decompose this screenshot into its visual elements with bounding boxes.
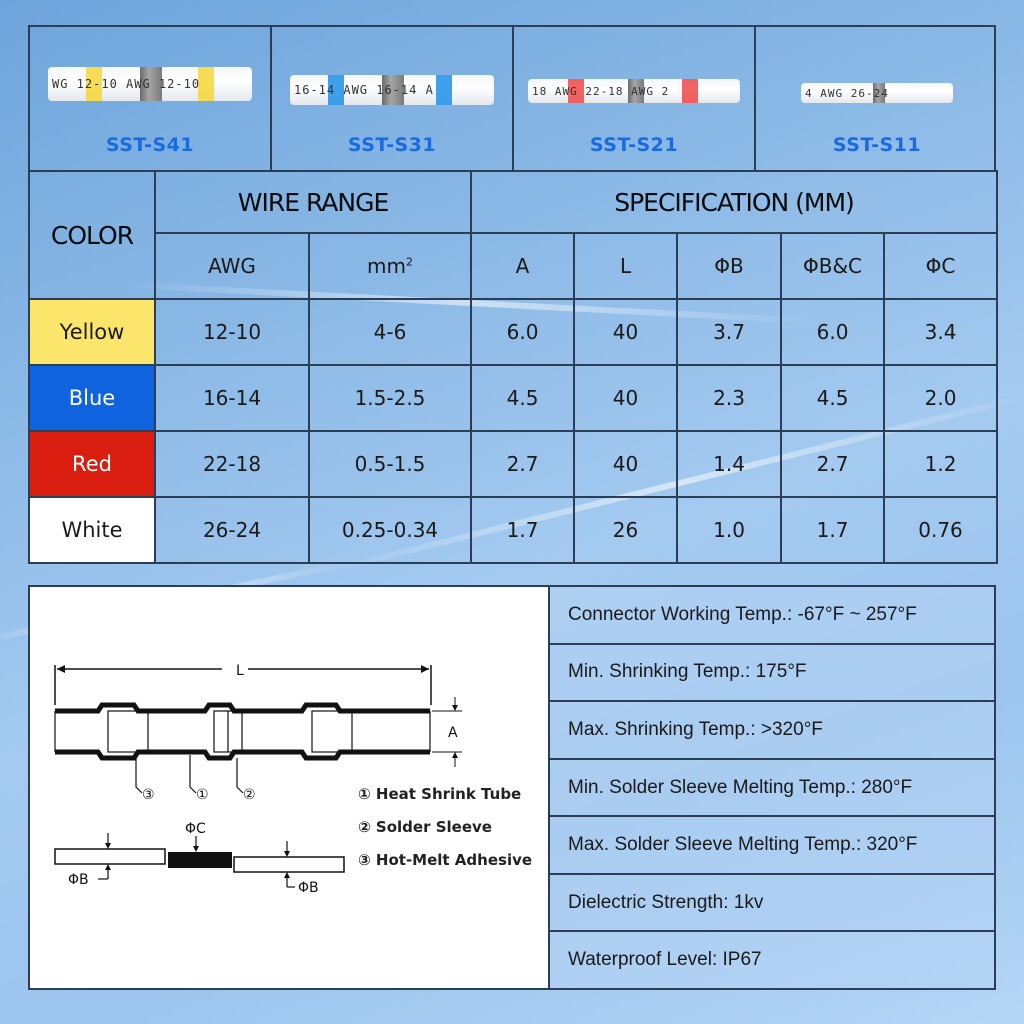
phi-bc-cell: 4.5 <box>780 364 886 432</box>
l-cell: 26 <box>573 496 679 564</box>
phi-bc-cell: 6.0 <box>780 298 886 366</box>
legend-item-hot-melt-adhesive: ③ Hot-Melt Adhesive <box>358 851 533 869</box>
awg-cell: 12-10 <box>154 298 310 366</box>
a-cell: 6.0 <box>470 298 576 366</box>
solder-ring <box>873 83 885 103</box>
product-sku: SST-S11 <box>832 134 922 156</box>
specification-header: SPECIFICATION (MM) <box>470 170 999 234</box>
phi-bc-cell: 1.7 <box>780 496 886 564</box>
product-card-s11: 4 AWG 26-24 SST-S11 <box>756 27 998 170</box>
bottom-panel: A L ③ ① ② ΦB ΦC ΦB <box>28 585 996 990</box>
color-band <box>198 67 214 101</box>
connector-image: 16-14 AWG 16-14 A <box>290 75 494 105</box>
legend-item-solder-sleeve: ② Solder Sleeve <box>358 818 492 836</box>
solder-ring <box>140 67 162 101</box>
awg-header: AWG <box>154 232 310 300</box>
connector-image: WG 12-10 AWG 12-10 <box>48 67 252 101</box>
a-cell: 2.7 <box>470 430 576 498</box>
phi-c-cell: 2.0 <box>883 364 999 432</box>
color-header: COLOR <box>28 170 156 300</box>
phi-c-cell: 1.2 <box>883 430 999 498</box>
phi-b-cell: 1.4 <box>676 430 783 498</box>
color-band <box>568 79 584 103</box>
product-card-s41: WG 12-10 AWG 12-10 SST-S41 <box>30 27 272 170</box>
connector-print: WG 12-10 AWG 12-10 <box>52 77 201 91</box>
product-sku: SST-S41 <box>105 134 195 156</box>
connector-diagram: A L ③ ① ② ΦB ΦC ΦB <box>30 587 550 988</box>
phi-c-cell: 3.4 <box>883 298 999 366</box>
mm2-header-sup: 2 <box>405 255 413 269</box>
l-cell: 40 <box>573 430 679 498</box>
solder-ring <box>382 75 404 105</box>
l-header: L <box>573 232 679 300</box>
connector-print: 16-14 AWG 16-14 A <box>294 83 434 97</box>
phi-b-cell: 2.3 <box>676 364 783 432</box>
phi-bc-cell: 2.7 <box>780 430 886 498</box>
table-row: White 26-24 0.25-0.34 1.7 26 1.0 1.7 0.7… <box>28 496 999 564</box>
product-strip: WG 12-10 AWG 12-10 SST-S41 16-14 AWG 16-… <box>28 25 996 170</box>
mm2-header: mm2 <box>307 232 473 300</box>
l-cell: 40 <box>573 364 679 432</box>
connector-image: 4 AWG 26-24 <box>801 83 953 103</box>
dim-l-label: L <box>236 663 244 679</box>
table-row: Red 22-18 0.5-1.5 2.7 40 1.4 2.7 1.2 <box>28 430 999 498</box>
properties-list: Connector Working Temp.: -67°F ~ 257°F M… <box>550 587 994 989</box>
phi-c-cell: 0.76 <box>883 496 999 564</box>
property-dielectric-strength: Dielectric Strength: 1kv <box>550 874 994 933</box>
property-max-shrinking-temp: Max. Shrinking Temp.: >320°F <box>550 702 994 760</box>
product-card-s31: 16-14 AWG 16-14 A SST-S31 <box>272 27 514 170</box>
wire-range-header: WIRE RANGE <box>153 170 473 234</box>
a-cell: 4.5 <box>470 364 576 432</box>
color-band <box>328 75 344 105</box>
awg-cell: 22-18 <box>154 430 310 498</box>
dimension-drawing-icon: A L ③ ① ② ΦB ΦC ΦB <box>54 663 462 896</box>
callout-3: ③ <box>142 787 155 803</box>
dim-phi-b-right-label: ΦB <box>298 880 319 896</box>
property-working-temp: Connector Working Temp.: -67°F ~ 257°F <box>550 587 994 645</box>
a-cell: 1.7 <box>470 496 576 564</box>
product-sku: SST-S31 <box>347 134 437 156</box>
dim-a-label: A <box>448 725 458 741</box>
phi-b-cell: 1.0 <box>676 496 783 564</box>
property-min-shrinking-temp: Min. Shrinking Temp.: 175°F <box>550 644 994 703</box>
phi-b-header: ΦB <box>676 232 783 300</box>
product-card-s21: 18 AWG 22-18 AWG 2 SST-S21 <box>514 27 756 170</box>
phi-b-cell: 3.7 <box>676 298 783 366</box>
a-header: A <box>470 232 576 300</box>
callout-1: ① <box>196 787 209 803</box>
mm2-cell: 0.25-0.34 <box>307 496 473 564</box>
property-max-solder-melting-temp: Max. Solder Sleeve Melting Temp.: 320°F <box>550 817 994 875</box>
diagram-legend: ① Heat Shrink Tube ② Solder Sleeve ③ Hot… <box>358 785 532 884</box>
phi-bc-header: ΦB&C <box>780 232 886 300</box>
awg-cell: 26-24 <box>154 496 310 564</box>
dim-phi-c-label: ΦC <box>185 821 206 837</box>
color-swatch-yellow: Yellow <box>28 298 156 366</box>
callout-2: ② <box>243 787 256 803</box>
property-waterproof-level: Waterproof Level: IP67 <box>550 932 994 989</box>
connector-image: 18 AWG 22-18 AWG 2 <box>528 79 740 103</box>
solder-ring <box>628 79 644 103</box>
connector-print: 18 AWG 22-18 AWG 2 <box>532 84 670 98</box>
mm2-cell: 1.5-2.5 <box>307 364 473 432</box>
l-cell: 40 <box>573 298 679 366</box>
color-swatch-red: Red <box>28 430 156 498</box>
mm2-cell: 4-6 <box>307 298 473 366</box>
mm2-cell: 0.5-1.5 <box>307 430 473 498</box>
table-row: Blue 16-14 1.5-2.5 4.5 40 2.3 4.5 2.0 <box>28 364 999 432</box>
phi-c-header: ΦC <box>883 232 999 300</box>
mm2-header-label: mm <box>367 254 406 278</box>
legend-item-heat-shrink-tube: ① Heat Shrink Tube <box>358 785 522 803</box>
color-swatch-white: White <box>28 496 156 564</box>
connector-print: 4 AWG 26-24 <box>805 86 889 100</box>
table-row: Yellow 12-10 4-6 6.0 40 3.7 6.0 3.4 <box>28 298 999 366</box>
color-swatch-blue: Blue <box>28 364 156 432</box>
color-band <box>682 79 698 103</box>
color-band <box>436 75 452 105</box>
color-band <box>86 67 102 101</box>
product-sku: SST-S21 <box>589 134 679 156</box>
dim-phi-b-left-label: ΦB <box>68 872 89 888</box>
spec-table: COLOR WIRE RANGE SPECIFICATION (MM) AWG … <box>28 170 999 564</box>
property-min-solder-melting-temp: Min. Solder Sleeve Melting Temp.: 280°F <box>550 759 994 818</box>
awg-cell: 16-14 <box>154 364 310 432</box>
